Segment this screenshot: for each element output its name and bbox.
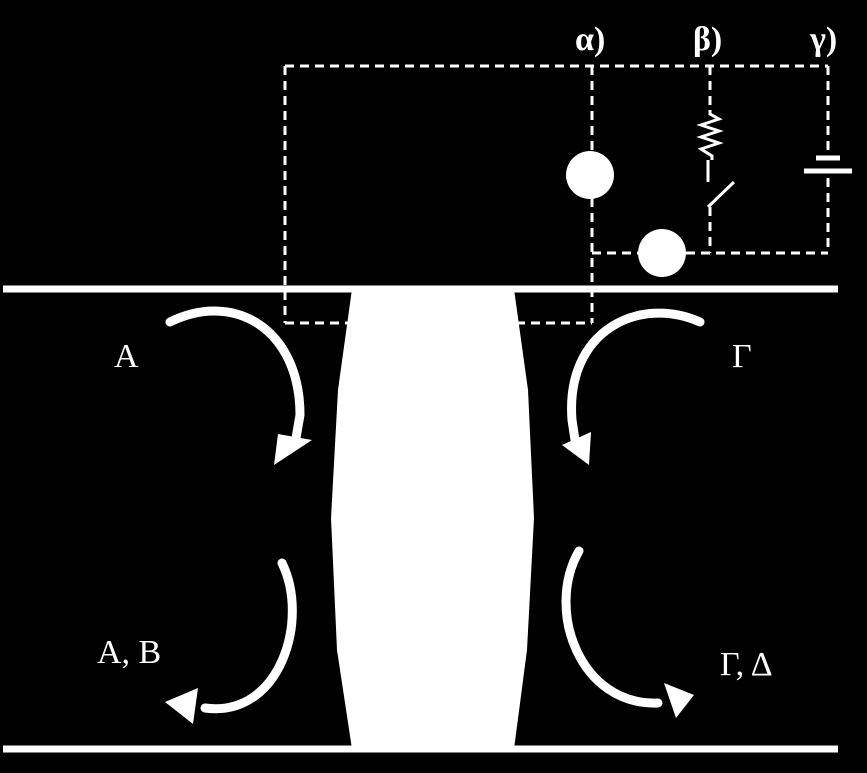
circuit <box>283 64 830 325</box>
label-right-bottom: Γ, Δ <box>720 646 773 683</box>
label-right-top: Γ <box>732 338 752 375</box>
lamp-icon <box>638 229 686 277</box>
lamp-icon <box>566 151 614 199</box>
label-left-top: A <box>114 338 139 375</box>
label-alpha: α) <box>575 21 605 58</box>
switch-icon <box>706 160 736 209</box>
curved-arrow-icon <box>165 306 312 465</box>
curved-arrow-icon <box>165 558 297 724</box>
curved-arrow-icon <box>561 546 694 718</box>
label-left-bottom: A, B <box>97 634 161 671</box>
central-column <box>331 289 534 749</box>
curved-arrow-icon <box>562 308 705 465</box>
resistor-icon <box>696 110 724 160</box>
label-gamma: γ) <box>809 21 837 58</box>
label-beta: β) <box>693 21 722 58</box>
battery-icon <box>804 155 852 174</box>
